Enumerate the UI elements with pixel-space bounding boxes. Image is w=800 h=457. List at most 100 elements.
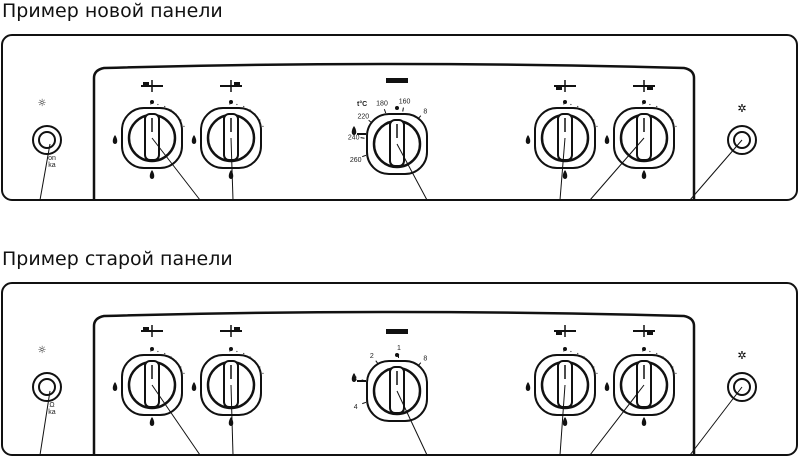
scale-dot <box>588 360 591 362</box>
scale-dot <box>583 109 585 111</box>
burner-icon-mark <box>234 327 240 330</box>
burner-position-icon <box>220 80 242 92</box>
flame-icon <box>604 135 610 144</box>
knob-grip <box>557 360 573 408</box>
knob-position-dot <box>395 353 399 357</box>
burner-icon-bar <box>386 329 408 332</box>
scale-dot <box>229 350 231 352</box>
scale-dot <box>236 103 238 106</box>
scale-dot <box>649 350 651 353</box>
scale-dot <box>183 125 185 127</box>
burner-position-icon <box>141 80 163 92</box>
scale-tick <box>402 107 404 112</box>
oven-temp-unit: t°C <box>357 100 367 108</box>
scale-dot <box>656 105 658 108</box>
knob-position-dot <box>395 106 399 110</box>
ignition-button[interactable]: ✲ <box>727 349 757 402</box>
burner-position-icon <box>633 80 655 92</box>
scale-dot <box>254 113 257 115</box>
lamp-icon: ☼ <box>38 345 47 356</box>
leader-line <box>151 137 201 201</box>
scale-dot <box>577 105 579 108</box>
oven-scale-label: 8 <box>423 355 427 362</box>
burner-icon-mark <box>556 332 562 335</box>
burner-icon-mark <box>647 87 653 90</box>
flame-icon <box>525 135 531 144</box>
scale-dot <box>583 356 585 358</box>
flame-icon <box>562 170 568 179</box>
oven-scale-label: 240 <box>348 134 360 141</box>
scale-tick <box>362 154 367 158</box>
leader-line <box>151 384 201 456</box>
scale-dot <box>667 360 670 362</box>
button-label: Ω <box>49 402 54 409</box>
burner-icon-bar <box>386 78 408 81</box>
scale-tick <box>417 362 422 367</box>
flame-icon <box>562 417 568 426</box>
flame-icon <box>149 417 155 426</box>
knob-grip <box>636 360 652 408</box>
leader-line <box>230 137 234 201</box>
flame-icon <box>351 373 357 382</box>
oven-scale-label: 2 <box>370 353 374 360</box>
button-label: ka <box>48 409 56 416</box>
ignition-spark-icon: ✲ <box>737 349 746 362</box>
burner-position-icon <box>554 80 576 92</box>
leader-line <box>559 384 566 456</box>
knob-grip <box>389 366 405 414</box>
burner-icon-mark <box>143 327 149 330</box>
button-label: on <box>48 155 56 162</box>
flame-icon <box>149 170 155 179</box>
scale-dot <box>236 350 238 353</box>
scale-dot <box>229 103 231 105</box>
hob-knob-2[interactable] <box>200 100 262 169</box>
scale-dot <box>183 372 185 374</box>
scale-dot <box>656 352 658 355</box>
burner-position-icon <box>633 325 655 337</box>
scale-dot <box>249 109 251 111</box>
burner-position-icon <box>554 325 576 337</box>
burner-icon-mark <box>556 87 562 90</box>
scale-dot <box>254 360 257 362</box>
lamp-button[interactable]: ☼ Ωka <box>32 345 62 416</box>
knob-position-dot <box>229 347 233 351</box>
button-cap <box>38 131 56 149</box>
scale-dot <box>662 109 664 111</box>
knob-grip <box>144 113 160 161</box>
scale-tick <box>368 119 373 124</box>
control-fascia <box>92 310 696 455</box>
oven-scale-label: 180 <box>376 101 388 108</box>
scale-tick <box>362 401 367 405</box>
flame-icon <box>351 126 357 135</box>
scale-tick <box>361 379 366 382</box>
knob-position-dot <box>642 100 646 104</box>
scale-dot <box>649 103 651 106</box>
burner-icon-mark <box>234 82 240 85</box>
scale-dot <box>262 372 264 374</box>
scale-dot <box>243 105 245 108</box>
scale-dot <box>593 366 595 368</box>
scale-dot <box>593 119 595 121</box>
old-panel-title: Пример старой панели <box>2 248 233 270</box>
knob-grip <box>557 113 573 161</box>
scale-dot <box>175 113 178 115</box>
scale-dot <box>164 105 166 108</box>
leader-line <box>589 384 645 456</box>
ignition-spark-icon: ✲ <box>737 102 746 115</box>
control-fascia <box>92 62 696 200</box>
leader-line <box>689 139 743 201</box>
scale-dot <box>642 350 644 352</box>
leader-line <box>396 143 428 201</box>
oven-scale-label: 1 <box>397 345 401 352</box>
new-panel-title: Пример новой панели <box>2 0 223 22</box>
scale-dot <box>180 119 182 121</box>
scale-dot <box>170 109 172 111</box>
burner-position-icon <box>386 329 408 334</box>
scale-dot <box>157 350 159 353</box>
flame-icon <box>641 417 647 426</box>
scale-dot <box>642 103 644 105</box>
scale-dot <box>588 113 591 115</box>
leader-line <box>589 137 645 201</box>
